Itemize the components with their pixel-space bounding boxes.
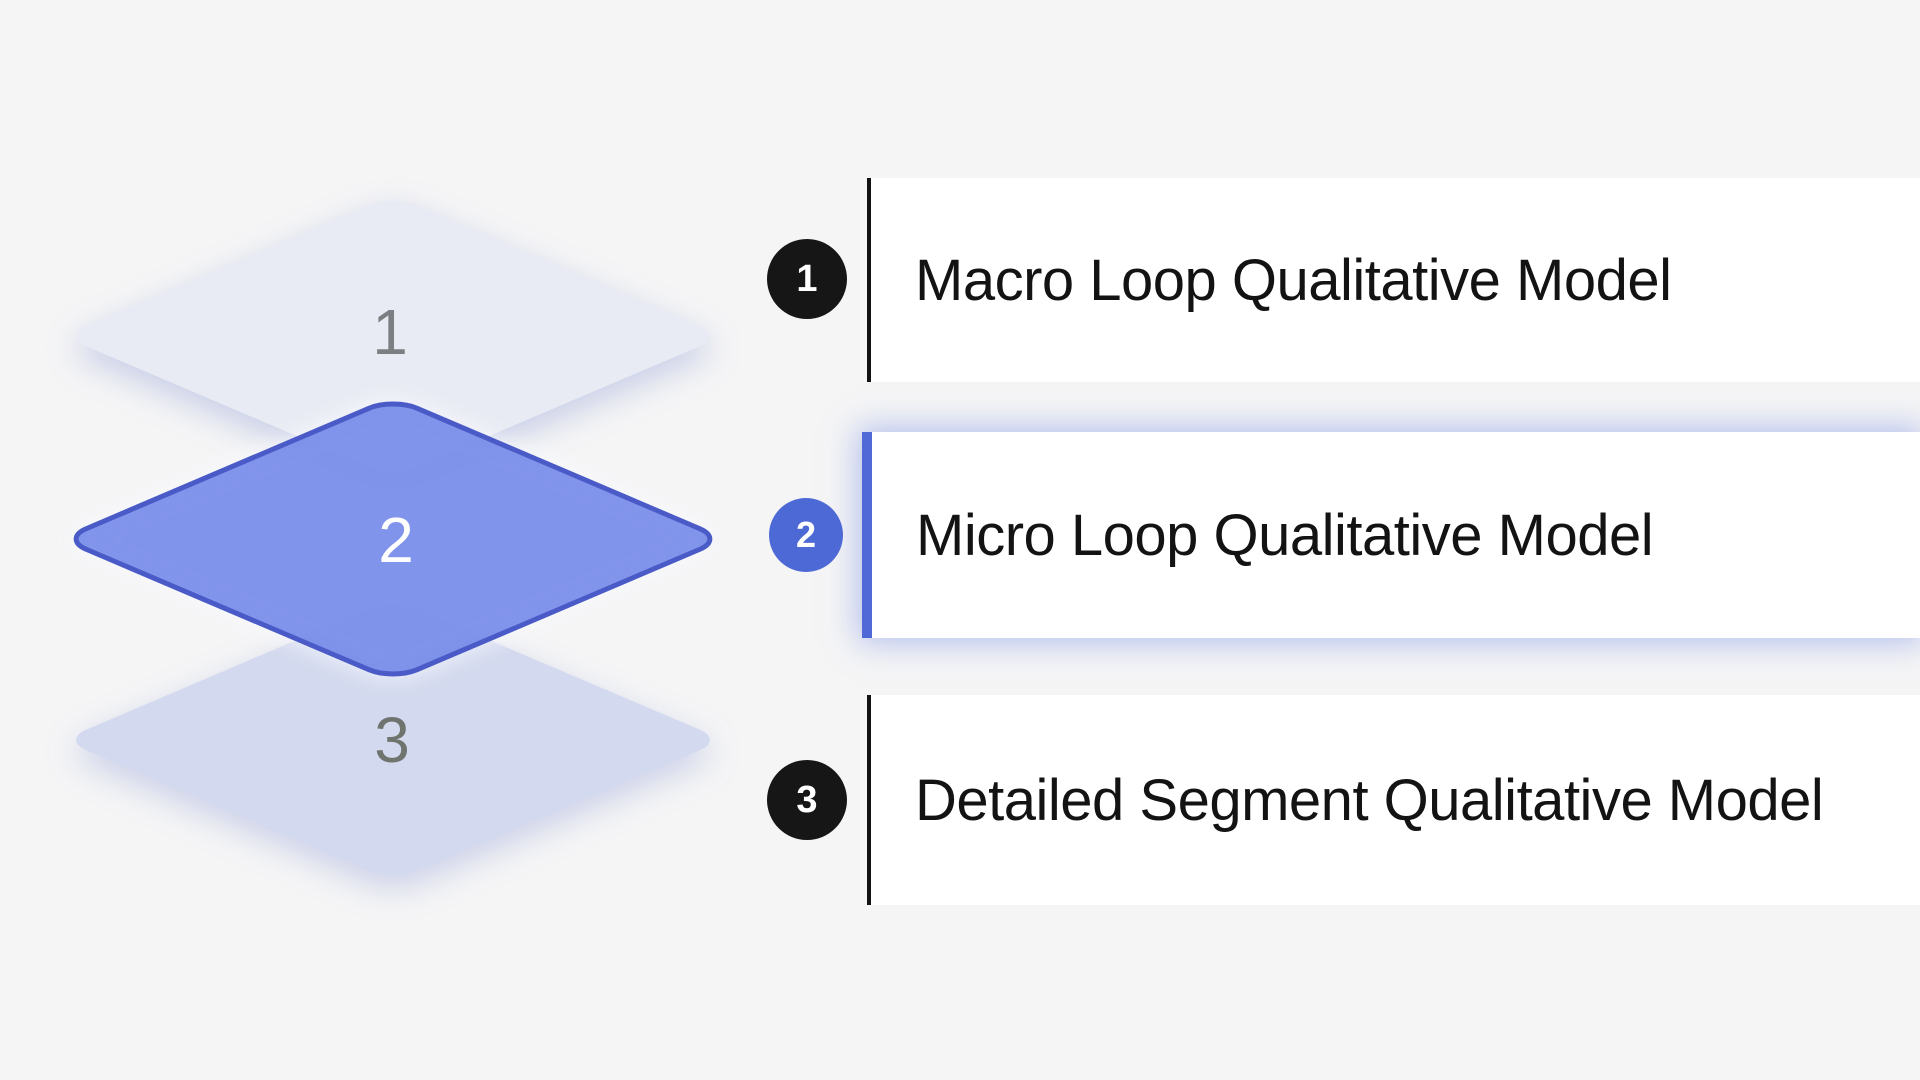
step-card-detailed[interactable]: Detailed Segment Qualitative Model [867, 695, 1920, 905]
layer-diamond-2 [62, 398, 724, 680]
layer-number-3: 3 [374, 704, 410, 776]
step-badge-2: 2 [769, 498, 843, 572]
layer-number-1: 1 [372, 296, 408, 368]
step-badge-1: 1 [767, 239, 847, 319]
step-label-detailed: Detailed Segment Qualitative Model [915, 767, 1824, 833]
step-badge-3: 3 [767, 760, 847, 840]
step-label-micro: Micro Loop Qualitative Model [916, 502, 1654, 568]
step-card-macro[interactable]: Macro Loop Qualitative Model [867, 178, 1920, 382]
step-label-macro: Macro Loop Qualitative Model [915, 247, 1672, 313]
layer-diamond-3 [76, 605, 710, 875]
layer-diagram: 1 2 3 [0, 201, 820, 875]
step-card-micro[interactable]: Micro Loop Qualitative Model [862, 432, 1920, 638]
layer-number-2: 2 [378, 504, 414, 576]
layer-diamond-1 [76, 201, 710, 471]
